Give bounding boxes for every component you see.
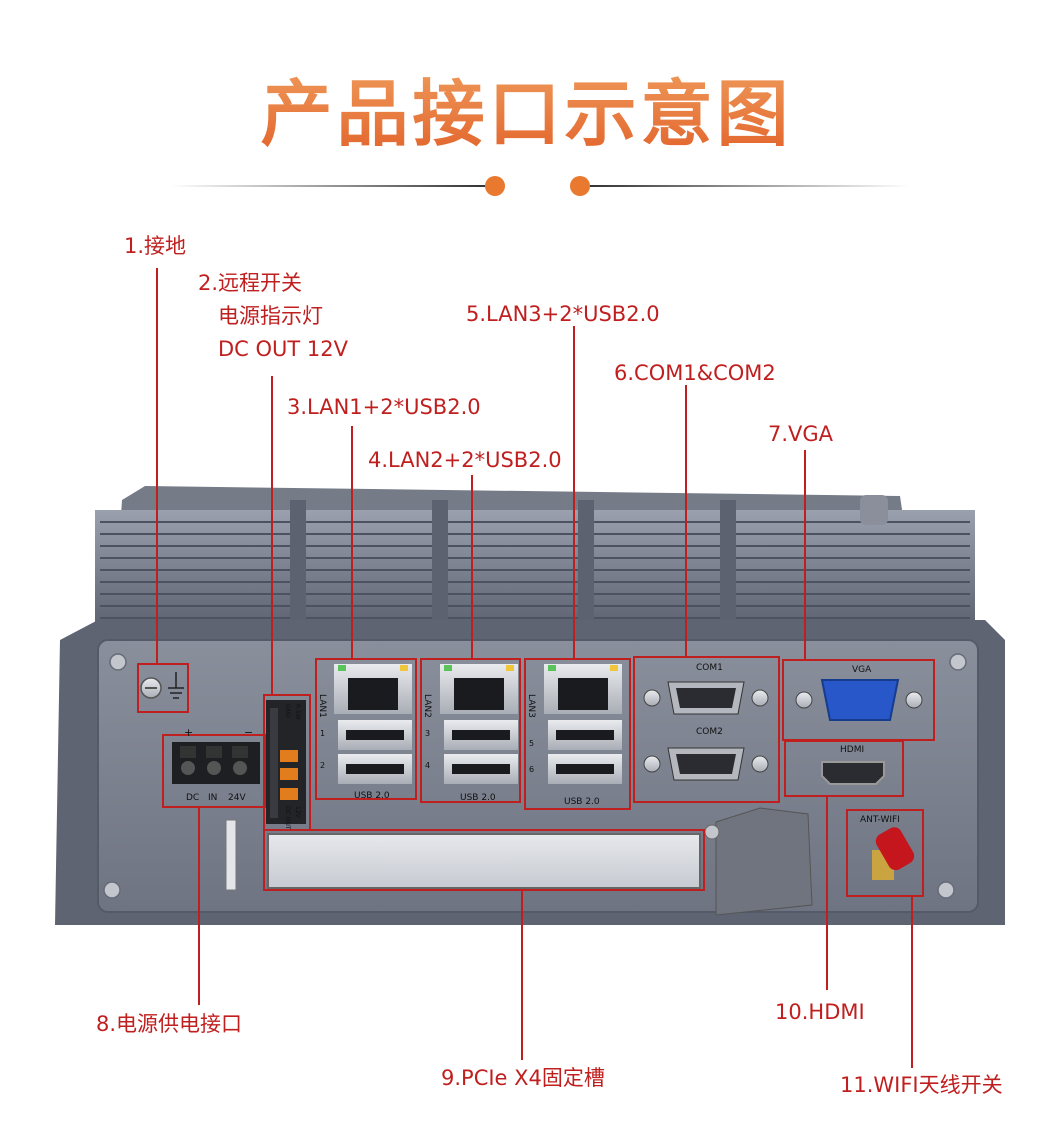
vga-port[interactable] <box>795 679 923 721</box>
divider-dot-left <box>485 176 505 196</box>
ant-wifi-panel-label: ANT-WIFI <box>860 815 900 825</box>
com1-port[interactable] <box>643 681 769 715</box>
dc-in-label: IN <box>208 793 217 803</box>
callout-power-input: 8.电源供电接口 <box>96 1012 243 1036</box>
lan1-panel-label: LAN1 <box>317 694 327 718</box>
callout-com: 6.COM1&COM2 <box>614 361 776 385</box>
ground-terminal <box>140 672 184 699</box>
dc-volt-label: 24V <box>228 793 246 803</box>
pcie-slot <box>267 807 813 916</box>
usb-panel-label: USB 2.0 <box>354 791 390 801</box>
usb-num-label: 4 <box>425 761 430 770</box>
lan3-panel-label: LAN3 <box>526 694 536 718</box>
divider-dot-right <box>570 176 590 196</box>
leader-lines <box>156 268 913 1068</box>
callout-remote-switch: 2.远程开关 <box>198 271 303 295</box>
lan-usb-stack-1[interactable] <box>334 664 412 784</box>
hdmi-panel-label: HDMI <box>840 745 864 755</box>
callout-pcie: 9.PCIe X4固定槽 <box>441 1066 605 1090</box>
terminal-gnd-label: GND <box>284 704 291 718</box>
usb-num-label: 2 <box>320 761 325 770</box>
dc-minus-label: − <box>244 726 253 739</box>
dc-power-connector[interactable] <box>172 742 260 784</box>
lan-usb-stack-2[interactable] <box>440 664 518 784</box>
terminal-dcout-label: DC OUT <box>284 806 291 830</box>
usb-panel-label: USB 2.0 <box>460 793 496 803</box>
callout-power-led: 电源指示灯 <box>218 304 323 328</box>
terminal-rsw-label: R-SW <box>294 704 301 720</box>
com2-port[interactable] <box>643 747 769 781</box>
wifi-antenna[interactable] <box>872 824 917 880</box>
terminal-12v-label: 12V <box>294 806 301 819</box>
slot-mark <box>225 819 237 891</box>
dc-label: DC <box>186 793 199 803</box>
dc-plus-label: + <box>184 726 193 739</box>
callout-wifi: 11.WIFI天线开关 <box>840 1073 1003 1097</box>
remote-switch-terminal[interactable] <box>266 700 306 824</box>
divider-right <box>590 185 910 187</box>
callout-lan3: 5.LAN3+2*USB2.0 <box>466 302 660 326</box>
callout-dc-out: DC OUT 12V <box>218 337 348 361</box>
vga-panel-label: VGA <box>852 665 872 675</box>
heatsink <box>95 486 975 630</box>
page-title: 产品接口示意图 <box>0 55 1053 160</box>
usb-num-label: 3 <box>425 729 430 738</box>
lan2-panel-label: LAN2 <box>422 694 432 718</box>
usb-num-label: 1 <box>320 729 325 738</box>
callout-lan1: 3.LAN1+2*USB2.0 <box>287 395 481 419</box>
com1-panel-label: COM1 <box>696 663 723 673</box>
usb-num-label: 5 <box>529 739 534 748</box>
callout-ground: 1.接地 <box>124 234 187 258</box>
callout-hdmi: 10.HDMI <box>775 1000 865 1024</box>
hdmi-port[interactable] <box>821 761 885 785</box>
highlight-boxes <box>137 656 935 897</box>
usb-panel-label: USB 2.0 <box>564 797 600 807</box>
usb-num-label: 6 <box>529 765 534 774</box>
callout-vga: 7.VGA <box>768 422 834 446</box>
divider-left <box>170 185 485 187</box>
com2-panel-label: COM2 <box>696 727 723 737</box>
lan-usb-stack-3[interactable] <box>544 664 622 784</box>
callout-lan2: 4.LAN2+2*USB2.0 <box>368 448 562 472</box>
ground-icon <box>168 672 184 699</box>
